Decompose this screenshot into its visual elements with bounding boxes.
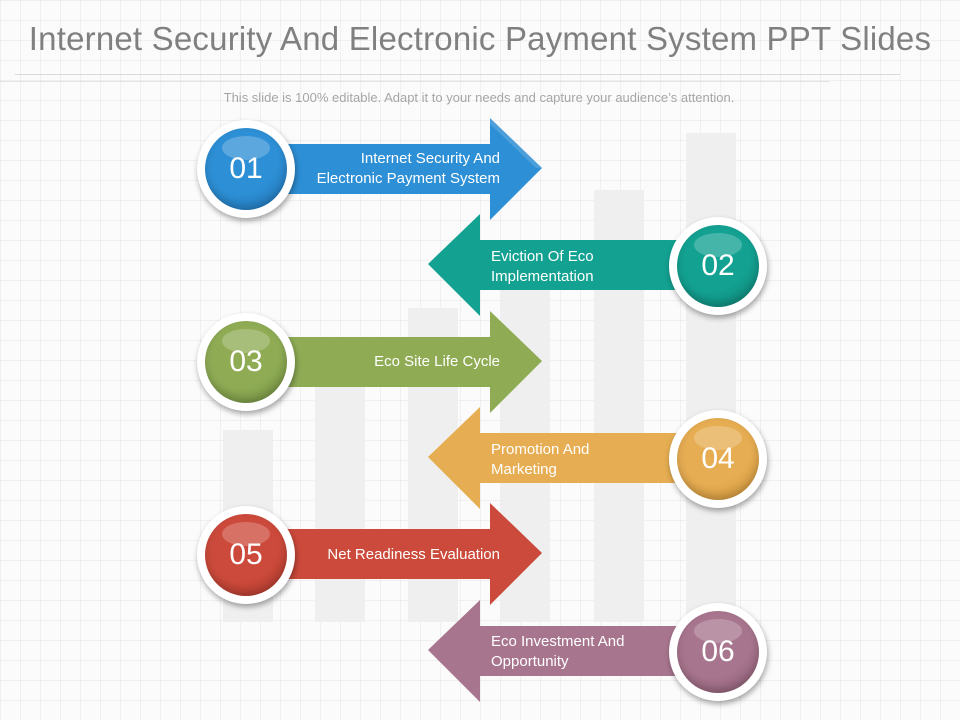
step-label-2: Eviction Of Eco Implementation <box>491 247 594 287</box>
arrow-left-shape <box>428 214 701 316</box>
gloss-highlight <box>694 619 742 643</box>
step-label-line: Eco Investment And <box>491 633 625 650</box>
step-number-circle: 04 <box>677 418 759 500</box>
step-label-line: Opportunity <box>491 653 569 670</box>
step-label-line: Eco Site Life Cycle <box>374 353 500 370</box>
step-label-1: Internet Security And Electronic Payment… <box>317 149 500 189</box>
step-label-5: Net Readiness Evaluation <box>327 545 500 565</box>
arrow-left-shape <box>428 407 701 509</box>
step-label-line: Implementation <box>491 268 594 285</box>
step-badge-2: 02 <box>669 217 767 315</box>
step-badge-6: 06 <box>669 603 767 701</box>
step-arrow-6: Eco Investment And Opportunity <box>426 600 701 704</box>
arrow-left-shape <box>428 600 701 702</box>
step-number: 01 <box>229 152 263 185</box>
step-label-4: Promotion And Marketing <box>491 440 589 480</box>
step-number: 05 <box>229 538 263 571</box>
gloss-highlight <box>694 426 742 450</box>
step-label-3: Eco Site Life Cycle <box>374 352 500 372</box>
step-badge-1: 01 <box>197 120 295 218</box>
step-badge-5: 05 <box>197 506 295 604</box>
step-number: 06 <box>701 635 735 668</box>
step-arrow-4: Promotion And Marketing <box>426 407 701 511</box>
slide-subtitle: This slide is 100% editable. Adapt it to… <box>223 90 735 105</box>
step-label-6: Eco Investment And Opportunity <box>491 632 624 672</box>
step-badge-4: 04 <box>669 410 767 508</box>
title-divider <box>15 74 900 75</box>
step-arrow-2: Eviction Of Eco Implementation <box>426 214 701 318</box>
gloss-highlight <box>222 522 270 546</box>
arrow-right-shape <box>270 311 542 413</box>
step-number-circle: 03 <box>205 321 287 403</box>
step-number-circle: 01 <box>205 128 287 210</box>
step-arrow-3: Eco Site Life Cycle <box>270 311 545 415</box>
step-number-circle: 05 <box>205 514 287 596</box>
title-divider-secondary <box>0 81 830 82</box>
gloss-highlight <box>222 136 270 160</box>
step-label-line: Electronic Payment System <box>316 170 500 187</box>
step-arrow-1: Internet Security And Electronic Payment… <box>270 118 545 222</box>
background-bar <box>686 133 736 622</box>
step-arrow-5: Net Readiness Evaluation <box>270 503 545 607</box>
step-label-line: Internet Security And <box>360 150 500 167</box>
arrow-right-shape <box>270 503 542 605</box>
step-badge-3: 03 <box>197 313 295 411</box>
step-number-circle: 06 <box>677 611 759 693</box>
step-number: 02 <box>701 249 735 282</box>
gloss-highlight <box>222 329 270 353</box>
step-number-circle: 02 <box>677 225 759 307</box>
step-label-line: Promotion And <box>491 441 590 458</box>
step-number: 03 <box>229 345 263 378</box>
step-label-line: Net Readiness Evaluation <box>327 546 500 563</box>
gloss-highlight <box>694 233 742 257</box>
slide-title: Internet Security And Electronic Payment… <box>28 20 932 57</box>
arrow-right-shape <box>270 118 542 220</box>
step-label-line: Eviction Of Eco <box>491 248 594 265</box>
step-label-line: Marketing <box>491 461 557 478</box>
step-number: 04 <box>701 442 735 475</box>
